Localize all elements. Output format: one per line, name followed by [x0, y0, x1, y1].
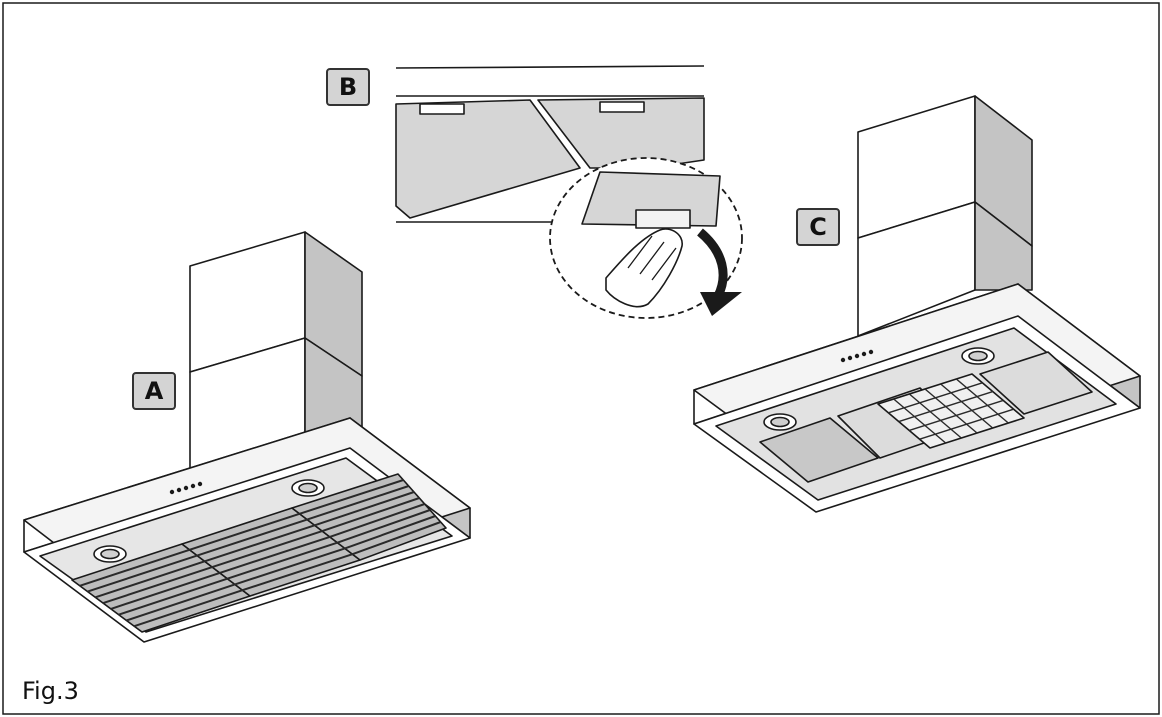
mesh-line [898, 390, 994, 423]
hood-c-mesh-filters [693, 95, 1141, 513]
baffle-slat [87, 554, 198, 593]
baffle-slat [211, 530, 323, 569]
baffle-slat [133, 589, 243, 628]
baffle-slat [110, 571, 221, 610]
baffle-slat [219, 535, 331, 574]
baffle-slat [306, 485, 409, 521]
mesh-line [893, 398, 947, 444]
baffle-slat [337, 509, 431, 544]
pull-down-arrow-icon [696, 228, 728, 299]
baffle-slat [126, 583, 236, 622]
baffle-slat [189, 512, 300, 551]
hood-c-mesh-grid [888, 378, 1014, 444]
mesh-line [888, 382, 983, 414]
baffle-slat [299, 479, 404, 515]
baffle-slat [204, 524, 315, 563]
mesh-line [908, 393, 962, 439]
baffle-slat [196, 518, 308, 557]
baffle-slat [352, 521, 442, 556]
label-b: B [326, 68, 370, 106]
baffle-slat [321, 497, 420, 533]
hood-a-baffle-filters [23, 231, 471, 643]
baffle-slat [79, 548, 190, 587]
mesh-line [940, 383, 994, 429]
baffle-slat [102, 566, 213, 605]
baffle-slat [314, 491, 415, 527]
mesh-line [924, 388, 978, 434]
mesh-line [919, 408, 1014, 440]
baffle-slat [234, 547, 346, 586]
label-c: C [796, 208, 840, 246]
baffle-slat [242, 553, 353, 592]
baffle-slat [329, 503, 425, 538]
hood-a-baffle-slats [79, 479, 442, 628]
detail-b-filter-removal [395, 65, 743, 319]
baffle-slat [95, 560, 205, 599]
baffle-slat [227, 541, 338, 580]
mesh-line [908, 399, 1004, 432]
label-a: A [132, 372, 176, 410]
figure-caption: Fig.3 [22, 677, 79, 705]
mesh-line [955, 378, 1009, 424]
baffle-slat [118, 577, 228, 616]
baffle-slat [344, 515, 436, 550]
